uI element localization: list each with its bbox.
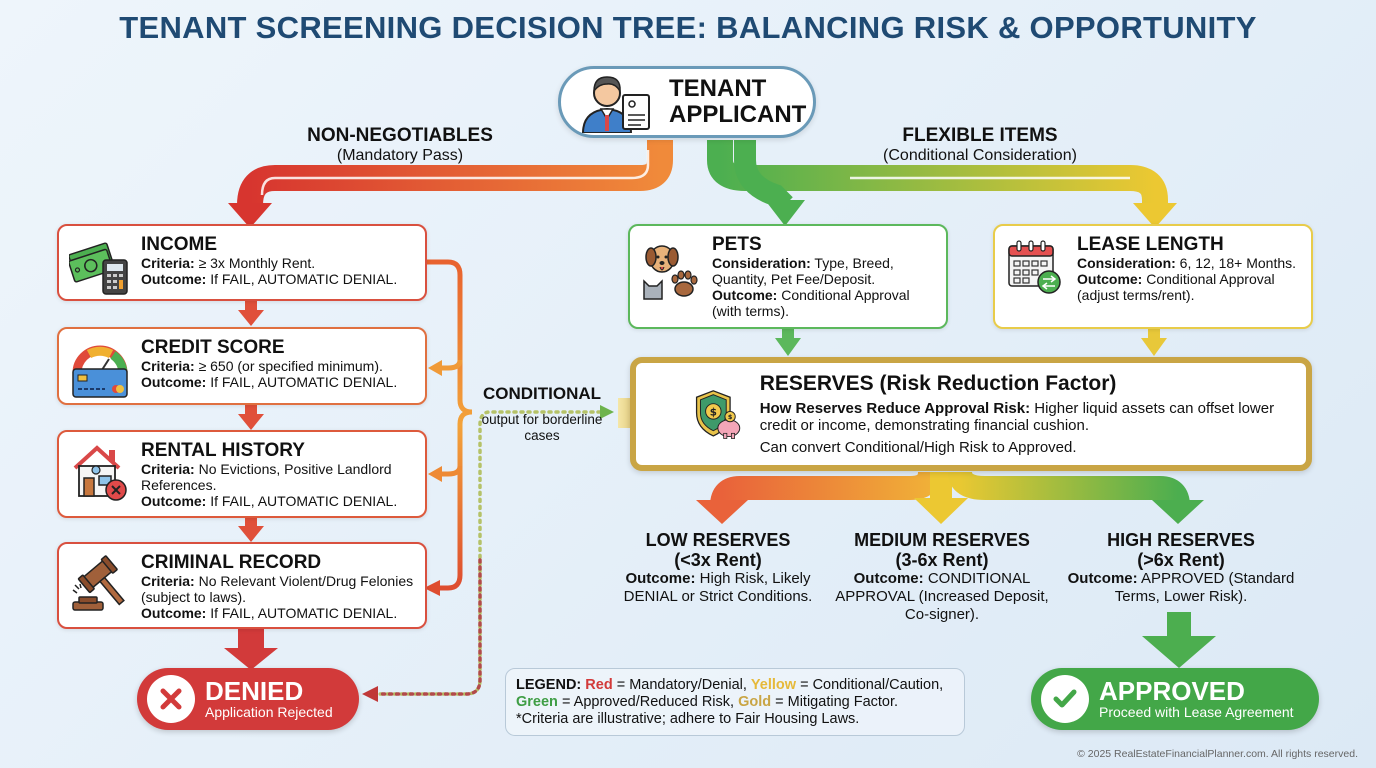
flexible-items-arrow [707,140,1177,228]
criminal-record-card: CRIMINAL RECORD Criteria: No Relevant Vi… [57,542,427,629]
criminal-record-outcome: Outcome: If FAIL, AUTOMATIC DENIAL. [141,605,398,621]
check-circle-icon [1041,675,1089,723]
rental-history-card: RENTAL HISTORY Criteria: No Evictions, P… [57,430,427,518]
house-x-icon [73,445,127,501]
criminal-record-title: CRIMINAL RECORD [141,552,322,573]
legend-gold: Gold [738,694,772,710]
applicant-line1: TENANT [669,75,767,102]
legend-green: Green [516,694,558,710]
high-reserves-range: (>6x Rent) [1137,550,1225,570]
gavel-icon [72,555,125,611]
denied-sub: Application Rejected [205,704,333,720]
low-reserves-outcome: Outcome: High Risk, Likely DENIAL or Str… [623,570,813,605]
reserves-note: Can convert Conditional/High Risk to App… [759,439,1077,456]
non-negotiables-arrow [228,140,673,228]
approved-result: APPROVED Proceed with Lease Agreement [1031,668,1319,730]
page-title: TENANT SCREENING DECISION TREE: BALANCIN… [119,10,1257,45]
pets-card: PETS Consideration: Type, Breed, Quantit… [628,224,948,329]
legend-red: Red [585,677,613,693]
credit-score-outcome: Outcome: If FAIL, AUTOMATIC DENIAL. [141,374,398,390]
credit-score-criteria: Criteria: ≥ 650 (or specified minimum). [141,358,383,374]
medium-reserves-title: MEDIUM RESERVES [854,530,1030,550]
credit-gauge-icon [72,345,128,398]
lease-length-consideration: Consideration: 6, 12, 18+ Months. [1077,255,1297,271]
flexible-down-arrows [775,328,1167,356]
x-circle-icon [147,675,195,723]
legend-note: *Criteria are illustrative; adhere to Fa… [516,711,860,727]
denied-result: DENIED Application Rejected [137,668,359,730]
flexible-items-heading: FLEXIBLE ITEMS [902,125,1058,146]
reserve-level-arrows [696,470,1216,668]
mandatory-chain-arrows [224,300,278,670]
lease-length-title: LEASE LENGTH [1077,234,1224,255]
rental-history-criteria: Criteria: No Evictions, Positive Landlor… [141,461,392,493]
medium-reserves-range: (3-6x Rent) [895,550,989,570]
high-reserves: HIGH RESERVES (>6x Rent) Outcome: APPROV… [1066,530,1296,606]
high-reserves-title: HIGH RESERVES [1107,530,1255,550]
conditional-heading: CONDITIONAL [482,384,602,403]
criminal-record-criteria: Criteria: No Relevant Violent/Drug Felon… [141,573,414,605]
svg-text:$: $ [710,406,717,418]
flexible-items-sub: (Conditional Consideration) [883,147,1077,164]
flexible-items-label: FLEXIBLE ITEMS (Conditional Consideratio… [850,125,1110,165]
non-negotiables-heading: NON-NEGOTIABLES [307,125,493,146]
rental-history-outcome: Outcome: If FAIL, AUTOMATIC DENIAL. [141,493,398,509]
borderline-dotted-path [362,405,614,702]
conditional-bracket [424,259,473,596]
conditional-sub: output for borderline cases [481,412,603,443]
low-reserves: LOW RESERVES (<3x Rent) Outcome: High Ri… [608,530,828,606]
rental-history-title: RENTAL HISTORY [141,440,305,461]
income-title: INCOME [141,234,217,255]
pets-consideration: Consideration: Type, Breed, Quantity, Pe… [712,255,894,287]
approved-sub: Proceed with Lease Agreement [1099,704,1294,720]
credit-score-card: CREDIT SCORE Criteria: ≥ 650 (or specifi… [57,327,427,405]
pets-title: PETS [712,234,762,255]
medium-reserves-outcome: Outcome: CONDITIONAL APPROVAL (Increased… [835,570,1049,623]
credit-score-title: CREDIT SCORE [141,337,285,358]
lease-length-card: LEASE LENGTH Consideration: 6, 12, 18+ M… [993,224,1313,329]
reserves-title: RESERVES (Risk Reduction Factor) [759,372,1117,395]
medium-reserves: MEDIUM RESERVES (3-6x Rent) Outcome: CON… [832,530,1052,624]
pets-outcome: Outcome: Conditional Approval (with term… [712,287,910,319]
low-reserves-range: (<3x Rent) [674,550,762,570]
money-calculator-icon [69,242,128,295]
legend: LEGEND: Red = Mandatory/Denial, Yellow =… [505,668,965,736]
income-outcome: Outcome: If FAIL, AUTOMATIC DENIAL. [141,271,398,287]
high-reserves-outcome: Outcome: APPROVED (Standard Terms, Lower… [1067,570,1295,605]
applicant-person-icon [581,76,650,133]
income-card: INCOME Criteria: ≥ 3x Monthly Rent. Outc… [57,224,427,301]
lease-length-outcome: Outcome: Conditional Approval (adjust te… [1077,271,1275,303]
reserves-card: $ $ RESERVES (Risk Reduction Factor) How… [630,357,1312,471]
low-reserves-title: LOW RESERVES [645,530,791,550]
conditional-label: CONDITIONAL output for borderline cases [468,384,616,444]
denied-title: DENIED [205,676,304,706]
reserves-how: How Reserves Reduce Approval Risk: Highe… [759,400,1275,434]
legend-label: LEGEND: [516,677,582,693]
svg-text:$: $ [728,413,733,421]
shield-piggybank-icon: $ $ [695,390,741,439]
pets-icon [643,245,698,300]
income-criteria: Criteria: ≥ 3x Monthly Rent. [141,255,316,271]
tenant-applicant-node: TENANT APPLICANT [558,66,816,138]
calendar-icon [1008,240,1061,294]
approved-title: APPROVED [1099,676,1245,706]
legend-yellow: Yellow [750,677,797,693]
non-negotiables-sub: (Mandatory Pass) [336,147,464,164]
applicant-line2: APPLICANT [669,101,807,128]
non-negotiables-label: NON-NEGOTIABLES (Mandatory Pass) [280,125,520,165]
copyright: © 2025 RealEstateFinancialPlanner.com. A… [1077,748,1358,760]
